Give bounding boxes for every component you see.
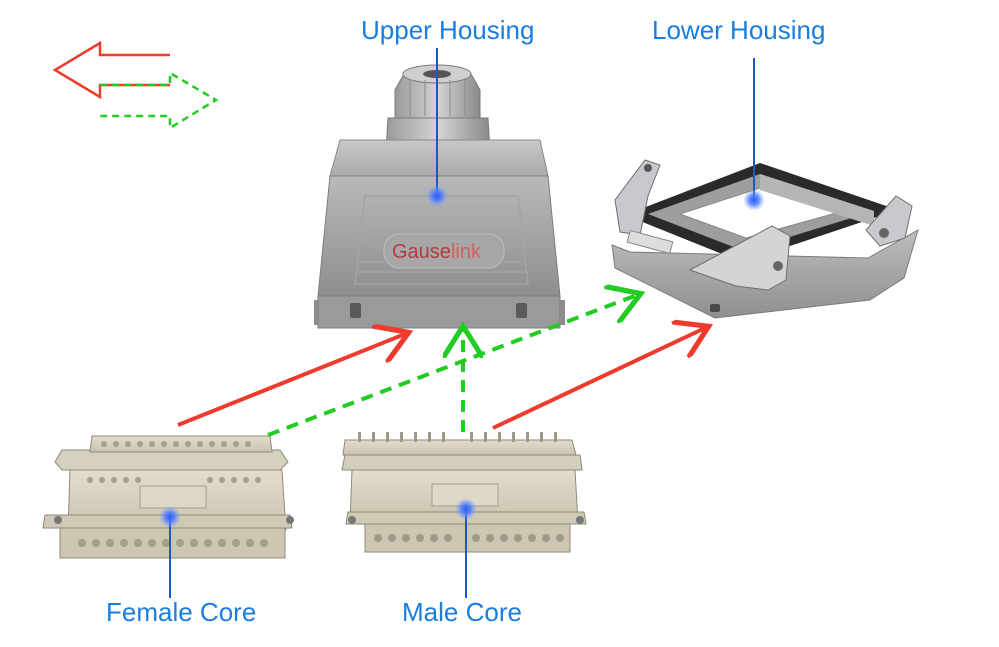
brand-logo: Gauselink — [392, 241, 482, 263]
marker-dot-female — [159, 506, 181, 528]
marker-dot-male — [455, 498, 477, 520]
label-male-core: Male Core — [402, 597, 522, 628]
legend-red-arrow — [55, 43, 170, 97]
brand-logo-part2: link — [451, 241, 482, 263]
label-upper-housing: Upper Housing — [361, 15, 534, 46]
marker-dot-upper — [426, 185, 448, 207]
marker-dot-lower — [743, 189, 765, 211]
label-female-core: Female Core — [106, 597, 256, 628]
brand-logo-part1: Gause — [392, 241, 451, 263]
label-lower-housing: Lower Housing — [652, 15, 825, 46]
legend-green-arrow — [100, 73, 216, 128]
female-core-image — [43, 436, 294, 558]
red-arrow-male-to-lower — [493, 328, 705, 428]
red-arrow-female-to-upper — [178, 334, 405, 425]
lower-housing-image — [612, 160, 918, 318]
male-core-image — [342, 432, 586, 552]
